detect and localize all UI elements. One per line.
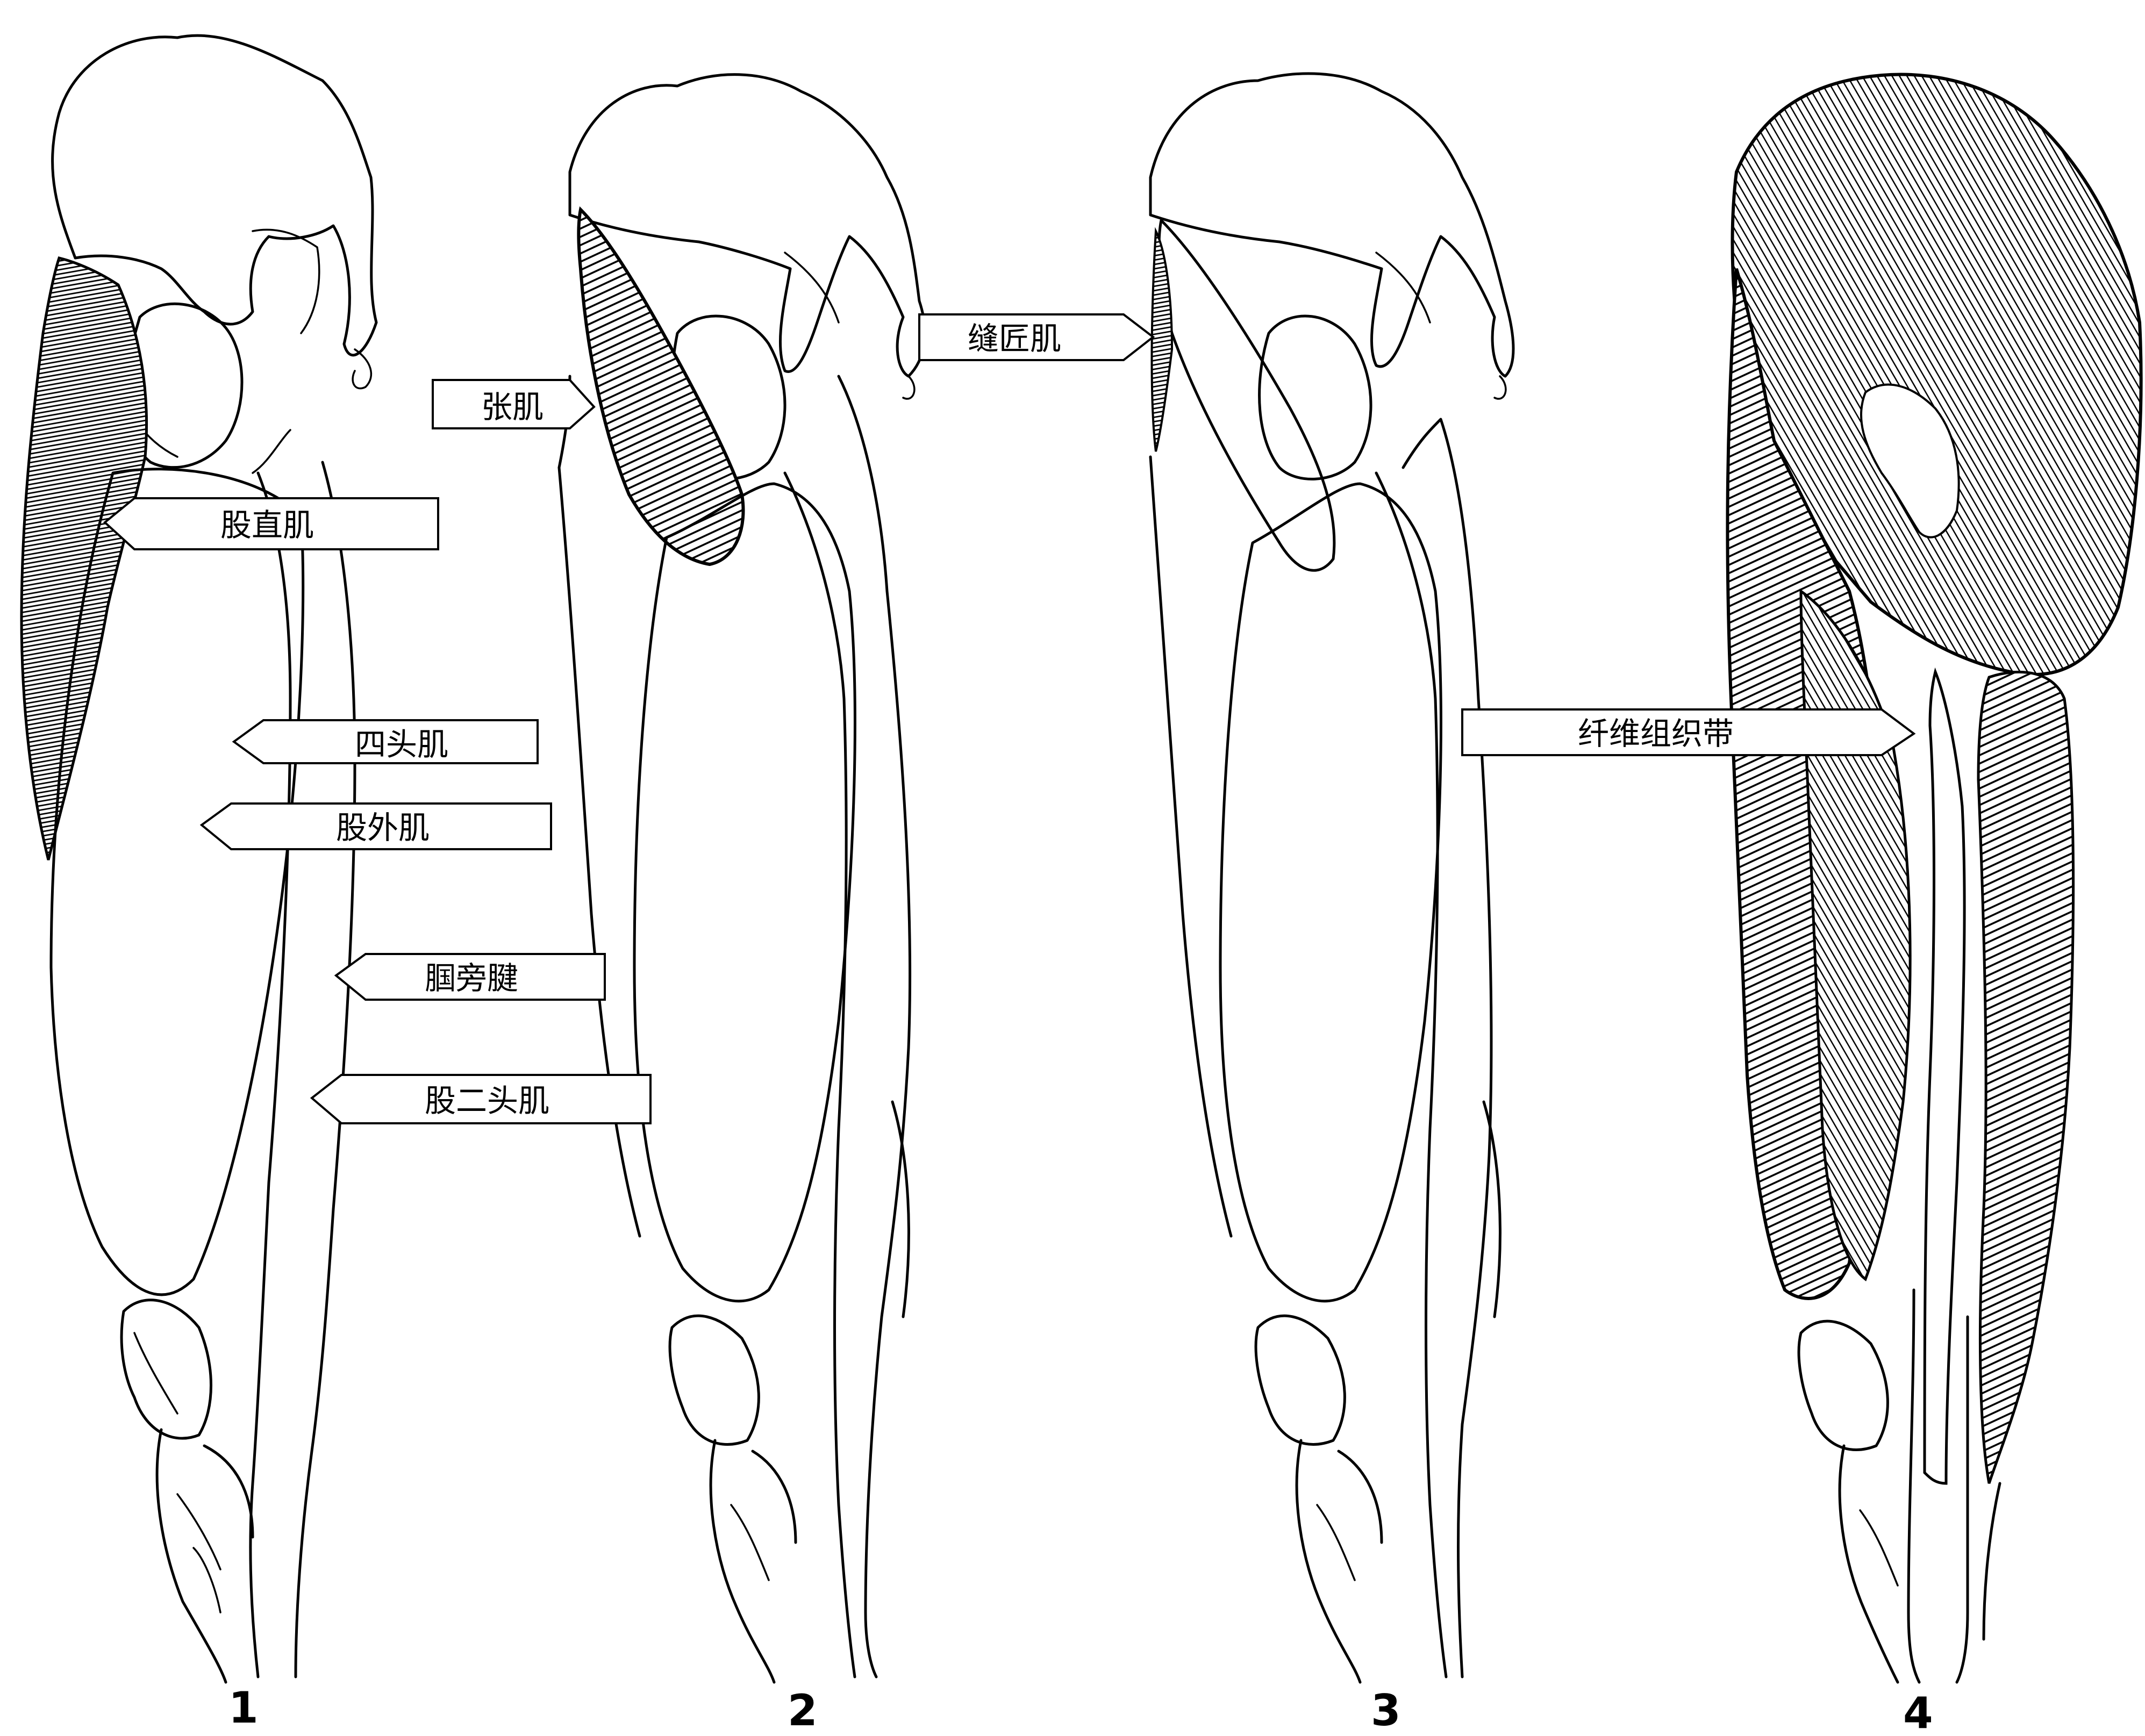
tensor-muscle [22, 258, 147, 860]
figure-2 [559, 75, 925, 1682]
rectus-femoris [634, 484, 855, 1301]
figure-number-4: 4 [1903, 1688, 1933, 1733]
femur-head [1260, 316, 1371, 479]
label-tensor-text: 张肌 [481, 389, 544, 425]
figure-number-3: 3 [1371, 1685, 1401, 1733]
fibrous-band[interactable] [1925, 672, 1964, 1483]
rectus-femoris [1220, 484, 1441, 1301]
label-biceps-femoris-text: 股二头肌 [425, 1082, 549, 1119]
tensor-edge [1152, 231, 1172, 451]
label-rectus-femoris[interactable]: 股直肌 [105, 498, 438, 549]
femur-shaft [1376, 473, 1446, 1677]
figure-4 [1727, 75, 2141, 1683]
figure-3 [1150, 74, 1513, 1682]
knee-cap [1256, 1316, 1345, 1444]
femur-shaft [251, 473, 290, 1677]
label-quadriceps[interactable]: 四头肌 [234, 720, 538, 763]
label-sartorius-text: 缝匠肌 [968, 320, 1061, 357]
figure-1 [22, 35, 376, 1682]
label-fibrous-band-text: 纤维组织带 [1578, 715, 1734, 752]
label-biceps-femoris[interactable]: 股二头肌 [312, 1075, 650, 1123]
hamstring-muscle [1978, 672, 2074, 1483]
label-quadriceps-text: 四头肌 [355, 726, 448, 763]
figure-number-1: 1 [228, 1683, 259, 1733]
femur-shaft [785, 473, 855, 1677]
figure-number-2: 2 [788, 1685, 818, 1733]
pelvis-bone [1150, 74, 1513, 376]
label-vastus-lateralis[interactable]: 股外肌 [202, 804, 551, 849]
knee-cap [1799, 1321, 1887, 1450]
label-vastus-lateralis-text: 股外肌 [336, 809, 430, 846]
label-popliteal-tendon[interactable]: 腘旁腱 [336, 954, 605, 1000]
label-rectus-femoris-text: 股直肌 [220, 507, 314, 543]
knee-cap [121, 1300, 211, 1438]
label-tensor[interactable]: 张肌 [433, 380, 594, 428]
label-fibrous-band[interactable]: 纤维组织带 [1462, 709, 1914, 755]
label-popliteal-tendon-text: 腘旁腱 [425, 960, 518, 996]
knee-cap [670, 1316, 759, 1444]
label-sartorius[interactable]: 缝匠肌 [919, 314, 1153, 360]
sartorius-muscle[interactable] [1159, 220, 1334, 570]
